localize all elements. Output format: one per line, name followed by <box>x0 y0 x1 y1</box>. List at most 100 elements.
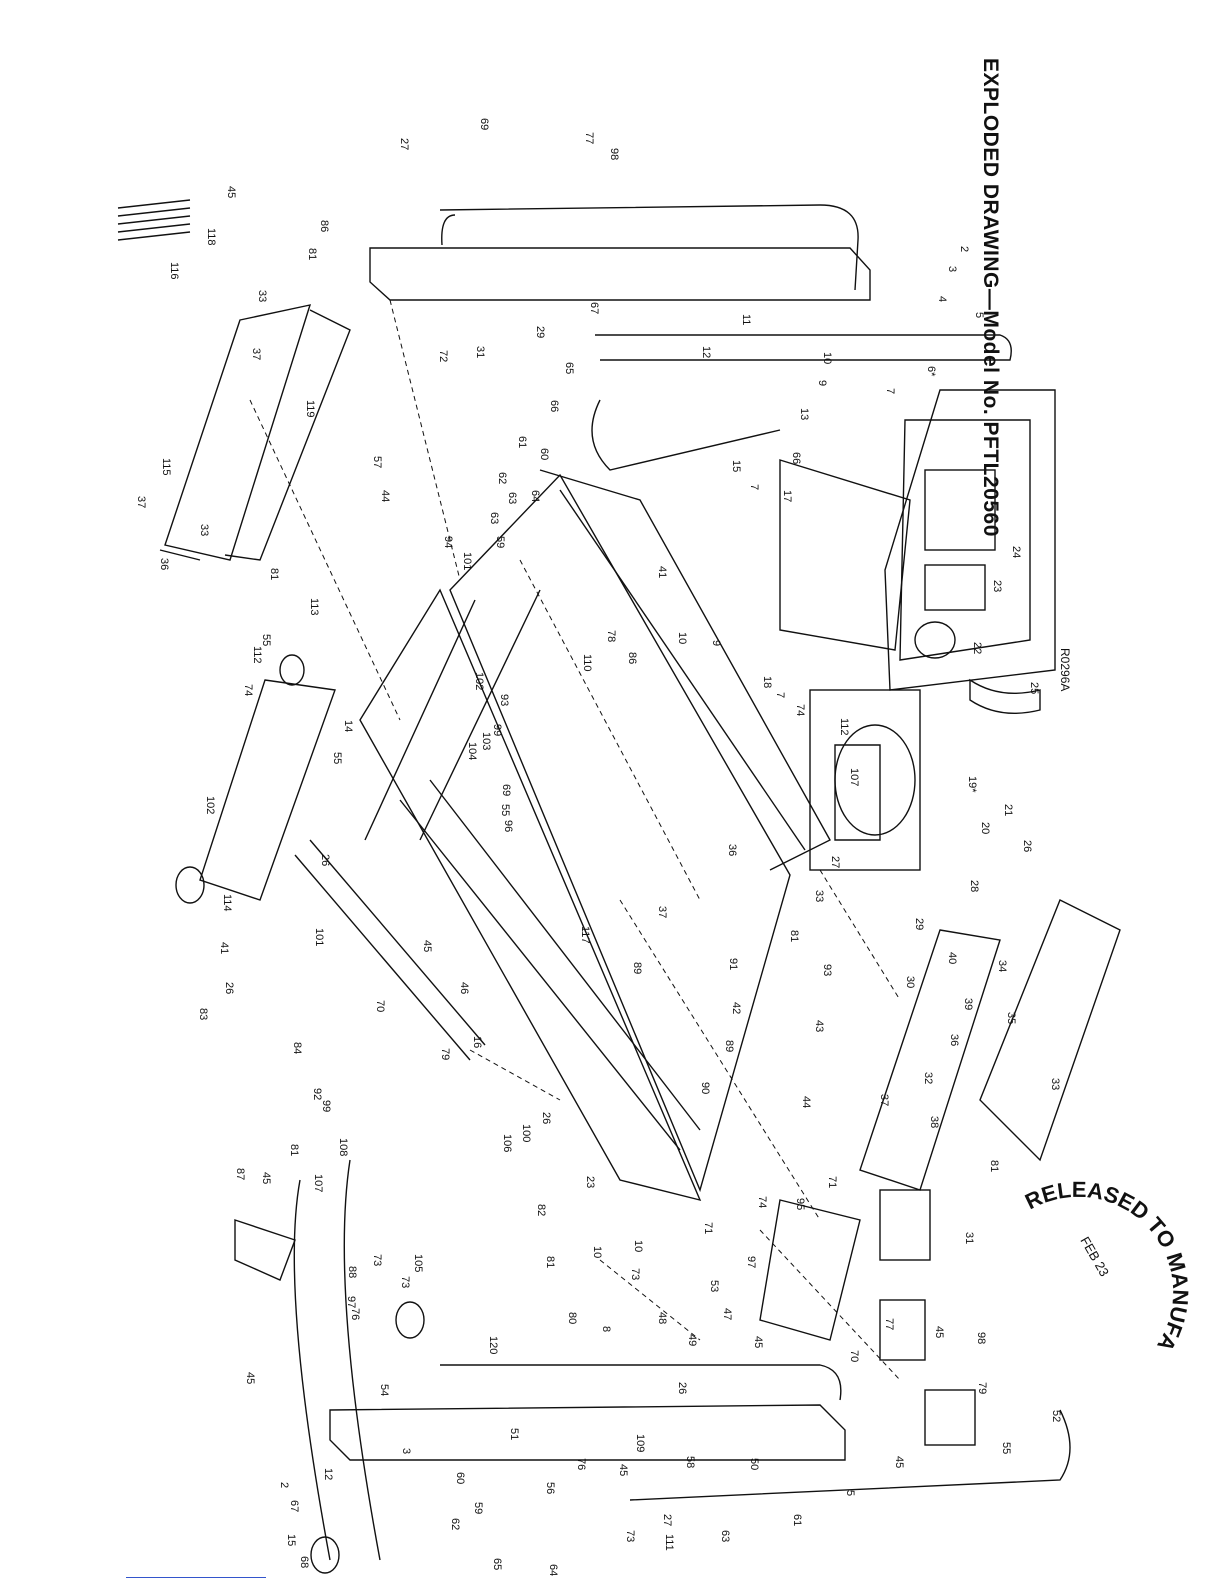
leader-lines <box>249 299 901 1381</box>
callout-label: 55 <box>499 804 511 817</box>
callout-label: 117 <box>579 926 591 944</box>
callout-label: 2 <box>958 246 970 253</box>
callout-label: 65 <box>491 1558 503 1571</box>
callout-label: 65 <box>563 362 575 375</box>
callout-label: 116 <box>168 262 180 280</box>
callout-label: 93 <box>498 694 510 707</box>
callout-label: 86 <box>626 652 638 665</box>
callout-label: 119 <box>304 400 316 418</box>
callout-label: 47 <box>721 1308 733 1321</box>
callout-label: 68 <box>298 1556 310 1569</box>
rear-stabilizer <box>159 304 351 561</box>
callout-label: 37 <box>656 906 668 919</box>
callout-label: 58 <box>684 1456 696 1469</box>
callout-label: 5 <box>844 1490 856 1497</box>
callout-label: 18 <box>761 676 773 689</box>
callout-label: 24 <box>1010 546 1022 559</box>
callout-label: 120 <box>487 1336 499 1355</box>
callout-label: 114 <box>221 894 233 912</box>
callout-label: 89 <box>723 1040 735 1053</box>
callout-label: 33 <box>1049 1078 1061 1091</box>
callout-label: 77 <box>583 132 595 145</box>
callout-label: 112 <box>251 646 263 664</box>
callout-label: 71 <box>826 1176 838 1189</box>
callout-label: 40 <box>946 952 958 965</box>
callout-label: 26 <box>223 982 235 995</box>
callout-label: 27 <box>398 138 410 151</box>
callout-label: 67 <box>288 1500 300 1513</box>
callout-label: 74 <box>756 1196 768 1209</box>
callout-label: 98 <box>608 148 620 161</box>
motor-pulley-inset <box>809 678 1041 871</box>
callout-label: 30 <box>904 976 916 989</box>
callout-label: 45 <box>244 1372 256 1385</box>
upper-handrail <box>369 204 1012 361</box>
callout-label: 6* <box>925 366 937 377</box>
callout-label: 66 <box>790 452 802 465</box>
callout-label: 60 <box>454 1472 466 1485</box>
callout-label: 104 <box>466 742 478 761</box>
callout-label: 12 <box>322 1468 334 1481</box>
callout-label: 42 <box>730 1002 742 1015</box>
callout-label: 56 <box>544 1482 556 1495</box>
callout-label: 60 <box>538 448 550 461</box>
callout-label: 45 <box>893 1456 905 1469</box>
callout-label: 81 <box>988 1160 1000 1173</box>
callout-label: 38 <box>928 1116 940 1129</box>
callout-label: 31 <box>474 346 486 359</box>
callout-label: 29 <box>534 326 546 339</box>
callout-label: 73 <box>624 1530 636 1543</box>
callout-label: 23 <box>584 1176 596 1189</box>
callout-label: 73 <box>399 1276 411 1289</box>
callout-label: 81 <box>544 1256 556 1269</box>
callout-label: 44 <box>800 1096 812 1109</box>
callout-label: 83 <box>197 1008 209 1021</box>
callout-label: 102 <box>473 672 485 691</box>
callout-label: 36 <box>158 558 170 571</box>
callout-label: 107 <box>312 1174 324 1193</box>
callout-label: 62 <box>449 1518 461 1531</box>
callout-label: 2 <box>278 1482 290 1489</box>
callout-label: 86 <box>318 220 330 233</box>
callout-label: 63 <box>506 492 518 505</box>
callout-label: 44 <box>379 490 391 503</box>
callout-label: 101 <box>313 928 325 947</box>
callout-label: 111 <box>663 1534 675 1551</box>
callout-label: 7 <box>748 484 760 491</box>
callout-label: 28 <box>968 880 980 893</box>
callout-label: 41 <box>218 942 230 955</box>
callout-label: 7 <box>774 692 786 699</box>
callout-label: 98 <box>975 1332 987 1345</box>
callout-label: 52 <box>1050 1410 1062 1423</box>
callout-label: 66 <box>548 400 560 413</box>
callout-label: 10 <box>821 352 833 365</box>
stamp-date: FEB 23 <box>1077 1234 1112 1279</box>
callout-label: 95 <box>794 1198 806 1211</box>
callout-label: 61 <box>516 436 528 449</box>
callout-label: 79 <box>976 1382 988 1395</box>
callout-label: 32 <box>922 1072 934 1085</box>
callout-label: 113 <box>308 598 320 616</box>
callout-label: 76 <box>349 1308 361 1321</box>
callout-label: 55 <box>331 752 343 765</box>
callout-label: 78 <box>605 630 617 643</box>
callout-label: 108 <box>337 1138 349 1157</box>
callout-label: 99 <box>320 1100 332 1113</box>
callout-label: 118 <box>205 228 217 246</box>
callout-label: 46 <box>458 982 470 995</box>
callout-label: 59 <box>472 1502 484 1515</box>
callout-label: 62 <box>496 472 508 485</box>
stamp-ring-text: RELEASED TO MANUFACTURING <box>0 0 1193 1356</box>
callout-label: 103 <box>480 732 492 751</box>
controller-board <box>759 1189 976 1446</box>
callout-label: 45 <box>752 1336 764 1349</box>
callout-label: 12 <box>700 346 712 359</box>
callout-label: 53 <box>708 1280 720 1293</box>
callout-label: 5 <box>973 312 985 319</box>
callout-label: 10 <box>632 1240 644 1253</box>
callout-label: 37 <box>878 1094 890 1107</box>
callout-label: 81 <box>288 1144 300 1157</box>
callout-label: 79 <box>439 1048 451 1061</box>
callout-label: 4 <box>936 296 948 303</box>
